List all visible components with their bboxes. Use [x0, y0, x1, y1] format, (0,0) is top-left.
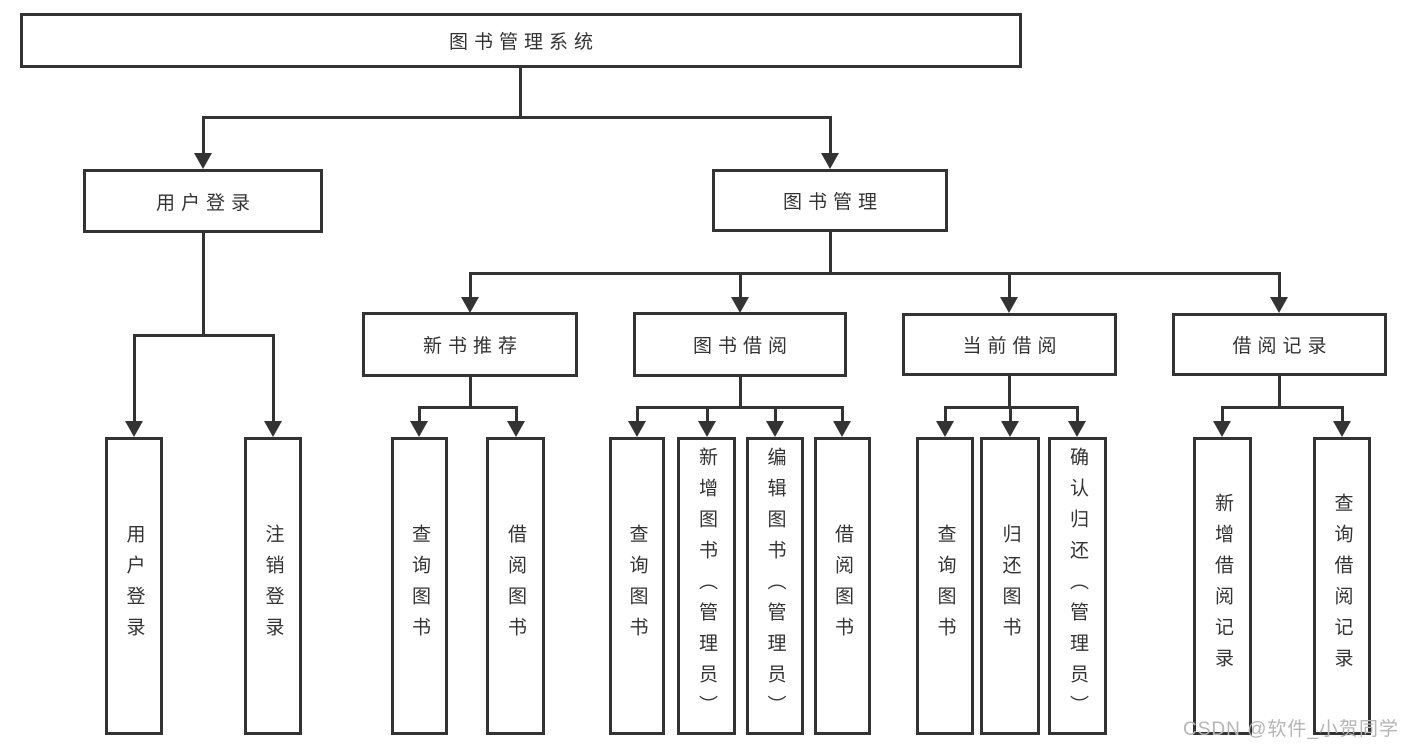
- connector-arrow-stem: [1221, 407, 1224, 429]
- connector-arrow-stem: [272, 335, 275, 429]
- node-label-cb-return-books: 归还图书: [999, 524, 1021, 648]
- arrow-down-icon: [833, 421, 851, 437]
- node-label-system-root: 图书管理系统: [448, 32, 599, 53]
- node-label-book-borrowing: 图书借阅: [692, 336, 793, 357]
- arrow-down-icon: [461, 297, 479, 313]
- arrow-down-icon: [1068, 421, 1086, 437]
- connector-arrow-stem: [1341, 407, 1344, 429]
- connector-arrow-stem: [1278, 273, 1281, 305]
- arrow-down-icon: [1333, 421, 1351, 437]
- connector-arrow-stem: [418, 407, 421, 429]
- connector-arrow-stem: [841, 407, 844, 429]
- arrow-down-icon: [766, 421, 784, 437]
- arrow-down-icon: [125, 421, 143, 437]
- connector-trunk-line: [519, 68, 522, 117]
- arrow-down-icon: [936, 421, 954, 437]
- node-label-nbr-borrow-books: 借阅图书: [505, 524, 526, 648]
- node-label-nbr-query-books: 查询图书: [409, 524, 430, 648]
- arrow-down-icon: [264, 421, 282, 437]
- connector-arrow-stem: [1008, 273, 1011, 305]
- node-label-user-login-leaf: 用户登录: [123, 524, 145, 648]
- node-system-root: 图书管理系统: [20, 13, 1022, 68]
- connector-arrow-stem: [739, 273, 742, 305]
- node-bb-edit-books-admin: 编辑图书（管理员）: [746, 437, 804, 735]
- connector-branch-line: [1221, 406, 1344, 409]
- connector-trunk-line: [1278, 376, 1281, 407]
- node-logout-leaf: 注销登录: [244, 437, 302, 735]
- node-user-login-leaf: 用户登录: [105, 437, 163, 735]
- node-label-bb-add-books-admin: 新增图书（管理员）: [696, 446, 717, 726]
- connector-arrow-stem: [944, 407, 947, 429]
- node-label-bb-borrow-books: 借阅图书: [832, 524, 853, 648]
- arrow-down-icon: [1001, 421, 1019, 437]
- connector-arrow-stem: [1009, 407, 1012, 429]
- connector-arrow-stem: [515, 407, 518, 429]
- node-user-login-module: 用户登录: [83, 169, 323, 233]
- arrow-down-icon: [1000, 297, 1018, 313]
- node-book-management-module: 图书管理: [712, 169, 948, 232]
- arrow-down-icon: [410, 421, 428, 437]
- node-bb-borrow-books: 借阅图书: [814, 437, 871, 735]
- connector-arrow-stem: [1076, 407, 1079, 429]
- node-label-borrowing-records: 借阅记录: [1232, 336, 1333, 357]
- arrow-down-icon: [628, 421, 646, 437]
- node-nbr-borrow-books: 借阅图书: [486, 437, 545, 735]
- connector-arrow-stem: [202, 117, 205, 161]
- node-book-borrowing: 图书借阅: [633, 312, 847, 377]
- node-label-bb-query-books: 查询图书: [626, 524, 648, 648]
- connector-arrow-stem: [469, 273, 472, 305]
- node-bb-query-books: 查询图书: [609, 437, 665, 735]
- node-cb-return-books: 归还图书: [980, 437, 1040, 735]
- node-label-bb-edit-books-admin: 编辑图书（管理员）: [764, 446, 786, 726]
- node-label-br-add-record: 新增借阅记录: [1212, 493, 1233, 679]
- arrow-down-icon: [1213, 421, 1231, 437]
- node-cb-confirm-return-admin: 确认归还（管理员）: [1048, 437, 1107, 735]
- node-br-add-record: 新增借阅记录: [1193, 437, 1252, 735]
- connector-trunk-line: [469, 377, 472, 407]
- connector-arrow-stem: [133, 335, 136, 429]
- node-label-book-management-module: 图书管理: [782, 192, 883, 213]
- arrow-down-icon: [731, 297, 749, 313]
- connector-arrow-stem: [706, 407, 709, 429]
- connector-arrow-stem: [829, 117, 832, 161]
- node-label-current-borrowing: 当前借阅: [962, 336, 1063, 357]
- node-label-new-book-recommend: 新书推荐: [422, 336, 523, 357]
- arrow-down-icon: [1270, 297, 1288, 313]
- connector-branch-line: [133, 334, 275, 337]
- arrow-down-icon: [507, 421, 525, 437]
- node-nbr-query-books: 查询图书: [391, 437, 448, 735]
- connector-branch-line: [469, 272, 1281, 275]
- connector-branch-line: [202, 116, 832, 119]
- connector-trunk-line: [202, 233, 205, 335]
- node-current-borrowing: 当前借阅: [902, 313, 1117, 376]
- arrow-down-icon: [194, 153, 212, 169]
- connector-arrow-stem: [774, 407, 777, 429]
- node-new-book-recommend: 新书推荐: [362, 312, 578, 377]
- node-label-logout-leaf: 注销登录: [262, 524, 284, 648]
- node-bb-add-books-admin: 新增图书（管理员）: [677, 437, 736, 735]
- csdn-watermark: CSDN @软件_小贺同学: [1183, 719, 1399, 740]
- connector-branch-line: [636, 406, 844, 409]
- node-label-user-login-module: 用户登录: [155, 192, 256, 214]
- node-cb-query-books: 查询图书: [916, 437, 974, 735]
- connector-trunk-line: [739, 377, 742, 407]
- node-borrowing-records: 借阅记录: [1172, 313, 1387, 376]
- node-label-cb-query-books: 查询图书: [934, 524, 956, 648]
- node-br-query-record: 查询借阅记录: [1313, 437, 1371, 735]
- arrow-down-icon: [821, 153, 839, 169]
- connector-branch-line: [418, 406, 518, 409]
- connector-trunk-line: [1008, 376, 1011, 407]
- arrow-down-icon: [698, 421, 716, 437]
- connector-trunk-line: [829, 232, 832, 273]
- node-label-cb-confirm-return-admin: 确认归还（管理员）: [1067, 446, 1088, 726]
- connector-arrow-stem: [636, 407, 639, 429]
- node-label-br-query-record: 查询借阅记录: [1331, 493, 1353, 679]
